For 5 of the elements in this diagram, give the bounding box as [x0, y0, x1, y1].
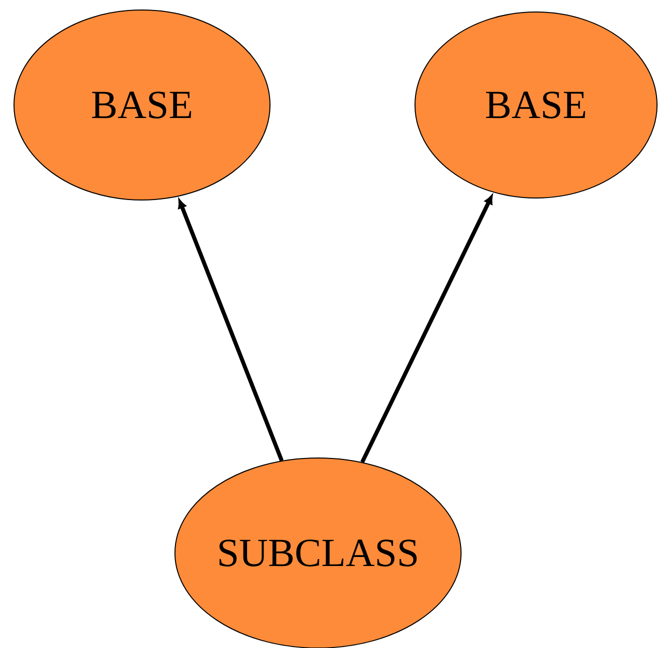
ellipse-node: BASE — [414, 12, 658, 198]
arrow — [178, 200, 284, 462]
ellipse-node: SUBCLASS — [174, 458, 462, 648]
arrow — [360, 195, 493, 464]
ellipse-node: BASE — [14, 10, 270, 200]
